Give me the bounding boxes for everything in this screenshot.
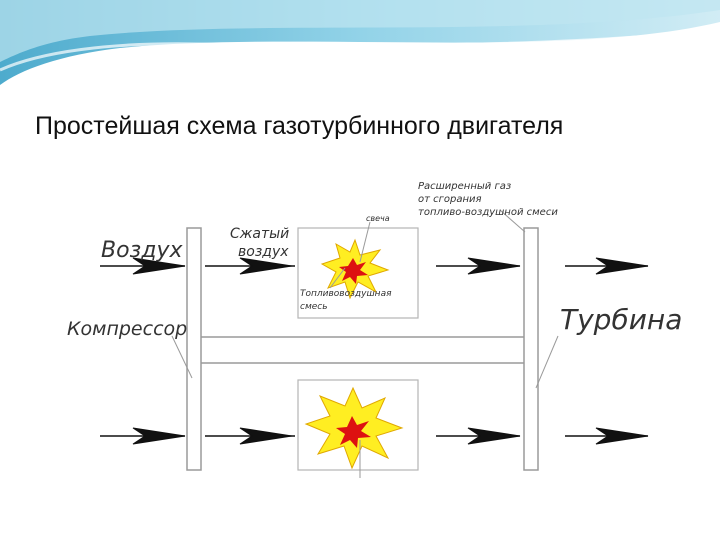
gas-turbine-diagram: Воздух Сжатый воздух свеча Топливовоздуш… <box>67 181 682 478</box>
fuel-air-mix-label-line1: Топливовоздушная <box>300 289 392 299</box>
compressed-air-label-line2: воздух <box>238 244 289 260</box>
expanded-gas-pointer <box>499 209 526 233</box>
fuel-air-mix-label-line2: смесь <box>300 302 328 312</box>
compressor-label: Компрессор <box>67 318 187 340</box>
compressor-pointer <box>171 335 193 379</box>
expanded-gas-label-line1: Расширенный газ <box>418 181 511 192</box>
spark-plug-pointer <box>359 221 371 263</box>
flame-icon-lower <box>304 386 404 470</box>
compressor-disc <box>186 227 202 471</box>
flow-arrows-lower <box>100 427 649 445</box>
compressed-air-label-line1: Сжатый <box>230 226 289 242</box>
flame-icon-upper <box>320 238 390 300</box>
turbine-pointer <box>535 335 559 389</box>
flow-arrows-upper <box>100 257 649 275</box>
turbine-label: Турбина <box>560 303 682 336</box>
turbine-disc <box>523 227 539 471</box>
spark-plug-label: свеча <box>366 214 390 223</box>
expanded-gas-label-line3: топливо-воздушной смеси <box>418 207 558 218</box>
fuel-air-mix-pointer <box>329 267 346 289</box>
air-label: Воздух <box>101 238 183 263</box>
decorative-wave-header <box>0 0 720 85</box>
slide-title: Простейшая схема газотурбинного двигател… <box>35 112 564 140</box>
expanded-gas-label-line2: от сгорания <box>418 194 482 205</box>
